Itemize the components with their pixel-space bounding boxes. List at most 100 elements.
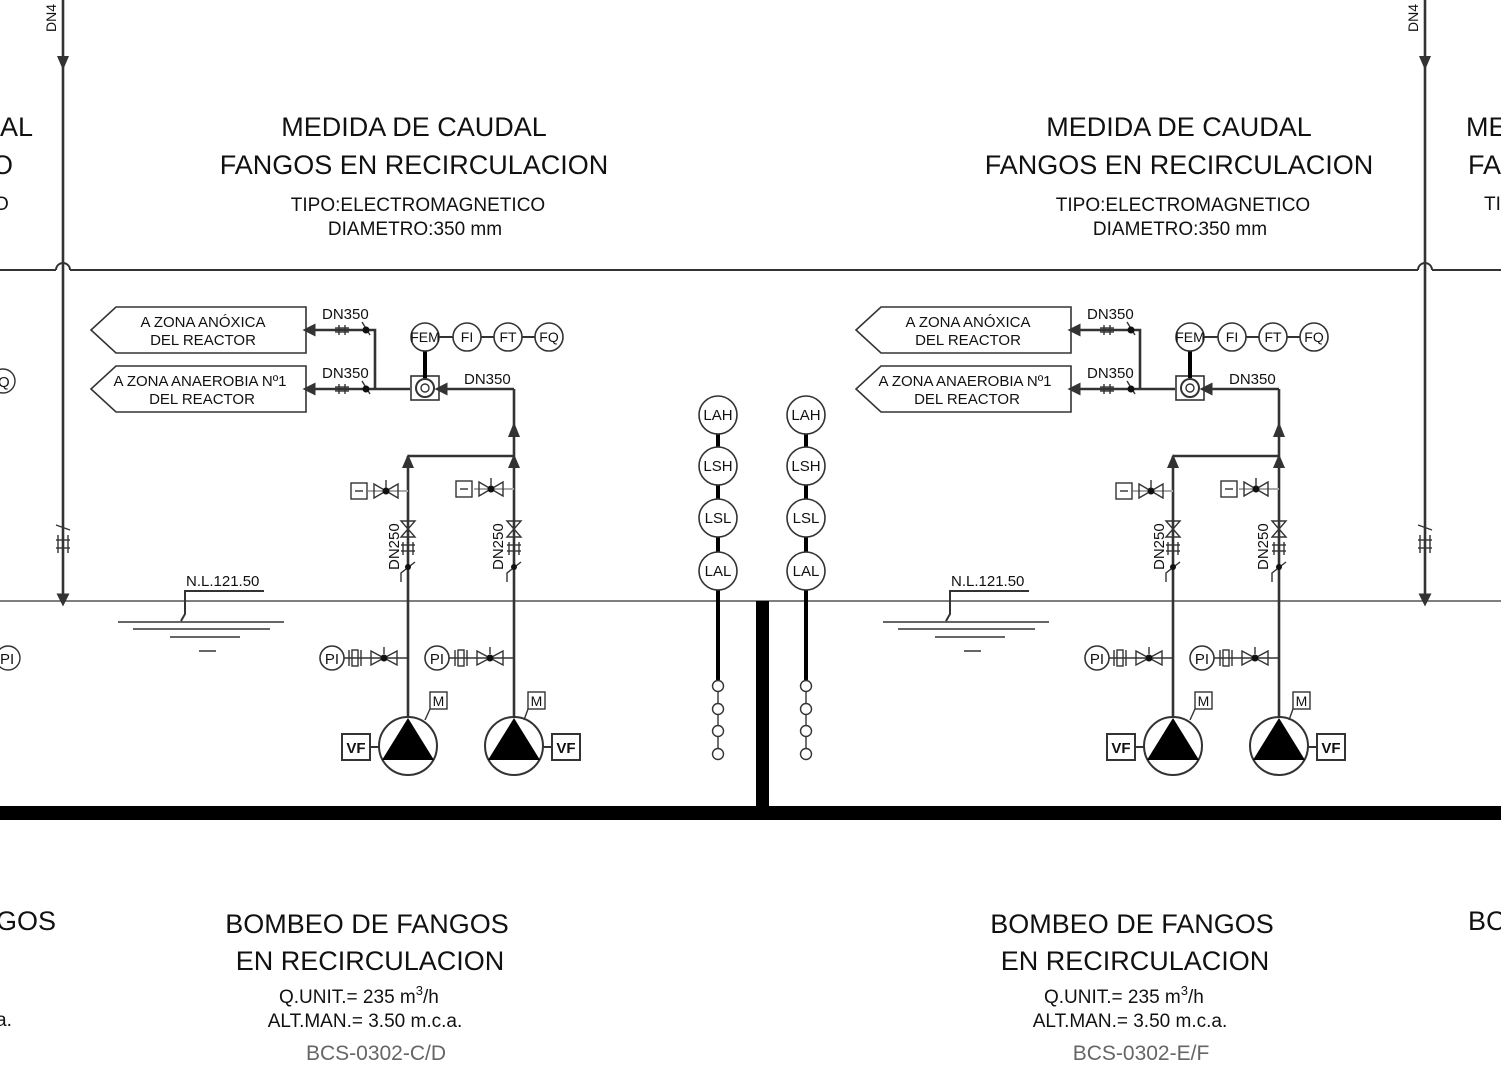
flow-meter-diameter: DIAMETRO:350 mm [328,219,502,240]
flow-instruments: FEM FI FT FQ [410,322,564,352]
flow-meter-type: TIPO:ELECTROMAGNETICO [1056,195,1310,216]
air-valve-a [1115,480,1173,500]
level-instrument-lsh-bubble [786,446,826,486]
fi-label: FI [461,329,473,345]
destination-anaerobic: A ZONA ANAEROBIA Nº1 DEL REACTOR [89,365,307,413]
destination-anaerobic-line2: DEL REACTOR [149,391,255,408]
pipe-size-anoxic: DN350 [1087,306,1134,323]
level-instrument-lsh-bubble [698,446,738,486]
destination-anoxic: A ZONA ANÓXICA DEL REACTOR [854,306,1072,354]
riser-valves-a [399,520,417,582]
destination-anaerobic-line2: DEL REACTOR [914,391,1020,408]
fem-label: FEM [410,329,440,345]
right-title-fragment-3: TI [1484,194,1501,215]
pipe-header-arrow [1273,422,1285,437]
right-title-fragment-2: FA [1468,150,1501,180]
pump-b: VF M [484,691,581,776]
level-float-bead [799,679,813,693]
left-pipe-valve [55,524,71,553]
pi-label-a: PI [1090,651,1104,668]
ft-label: FT [1264,329,1282,345]
level-instrument-lah-label: LAH [703,407,732,424]
fem-bubble [410,322,440,352]
pumping-title-line1: BOMBEO DE FANGOS [225,909,509,939]
destination-anoxic-line1: A ZONA ANÓXICA [140,314,265,331]
vf-label-a: VF [1111,740,1130,757]
level-instrument-lsl-bubble [698,498,738,538]
motor-label-b: M [531,693,543,709]
level-instrument-lah-label: LAH [791,407,820,424]
level-instrument-lal-label: LAL [793,563,820,580]
pi-label-b: PI [430,651,444,668]
pump-b: VF M [1249,691,1346,776]
unit-tag: BCS-0302-C/D [306,1042,446,1065]
right-pipe-arrow-mid [1419,56,1431,70]
level-symbol: N.L.121.50 [118,573,284,652]
left-title-fragment-2: O [0,150,13,180]
edge-fragments: DN4 DN4 AL O O ME FA TI Q PI GOS a. BC [0,4,1501,1031]
pipe-size-header: DN350 [1229,371,1276,388]
level-instrument-lsl-bubble [786,498,826,538]
fi-bubble [1217,322,1247,352]
pumping-flow-rate: Q.UNIT.= 235 m3/h [279,983,439,1008]
unit-tag: BCS-0302-E/F [1073,1042,1210,1065]
pipe-size-pump-b: DN250 [490,523,507,570]
level-symbol: N.L.121.50 [883,573,1049,652]
left-title-fragment-1: AL [0,112,33,142]
ft-label: FT [499,329,517,345]
pumping-title-line2: EN RECIRCULACION [236,946,505,976]
pumping-head: ALT.MAN.= 3.50 m.c.a. [1033,1011,1227,1032]
pump-a: VF M [1106,691,1213,776]
vf-label-b: VF [556,740,575,757]
left-bottom-fragment-2: a. [0,1010,12,1031]
pumping-title-line2: EN RECIRCULACION [1001,946,1270,976]
pressure-gauge-a: PI [319,645,408,671]
destination-anoxic-line2: DEL REACTOR [915,332,1021,349]
flow-meter-title-line2: FANGOS EN RECIRCULACION [220,150,609,180]
fem-label: FEM [1175,329,1205,345]
flow-meter-diameter: DIAMETRO:350 mm [1093,219,1267,240]
fi-label: FI [1226,329,1238,345]
ft-bubble [1258,322,1288,352]
level-instrument-lal-bubble [786,551,826,591]
flow-meter-title-line1: MEDIDA DE CAUDAL [1046,112,1312,142]
flow-meter-title-line2: FANGOS EN RECIRCULACION [985,150,1374,180]
pipe-to-anoxic [1067,323,1142,389]
riser-valves-b [1270,520,1288,582]
level-instrument-lsh-label: LSH [791,458,820,475]
pump-unit-1: MEDIDA DE CAUDAL FANGOS EN RECIRCULACION… [89,112,609,1065]
pipe-size-anoxic: DN350 [322,306,369,323]
pumping-head: ALT.MAN.= 3.50 m.c.a. [268,1011,462,1032]
pumping-title-line1: BOMBEO DE FANGOS [990,909,1274,939]
pressure-gauge-b: PI [1189,645,1279,671]
riser-valves-a [1164,520,1182,582]
top-right-pipe-label: DN4 [1405,4,1421,32]
flow-meter-title-line1: MEDIDA DE CAUDAL [281,112,547,142]
flowmeter-element [410,351,440,401]
air-valve-a [350,480,408,500]
left-fq-fragment: Q [0,374,10,391]
pressure-gauge-a: PI [1084,645,1173,671]
top-left-pipe-label: DN4 [43,4,59,32]
tank-divider-wall [756,601,769,813]
destination-anoxic: A ZONA ANÓXICA DEL REACTOR [89,306,307,354]
level-instrument-lsh-label: LSH [703,458,732,475]
pipe-size-anaerobic: DN350 [1087,365,1134,382]
level-label: N.L.121.50 [186,573,259,590]
pipe-size-pump-a: DN250 [1151,523,1168,570]
level-instrument-lah-bubble [698,395,738,435]
left-bottom-fragment-1: GOS [0,906,56,936]
left-pipe-arrow-mid [57,56,69,70]
air-valve-b [455,478,514,498]
level-float-bead [799,747,813,761]
destination-anoxic-line2: DEL REACTOR [150,332,256,349]
fi-bubble [452,322,482,352]
level-float-bead [711,679,725,693]
riser-valves-b [505,520,523,582]
fq-label: FQ [539,329,559,345]
level-float-bead [711,702,725,716]
valve-anoxic [1100,321,1136,336]
